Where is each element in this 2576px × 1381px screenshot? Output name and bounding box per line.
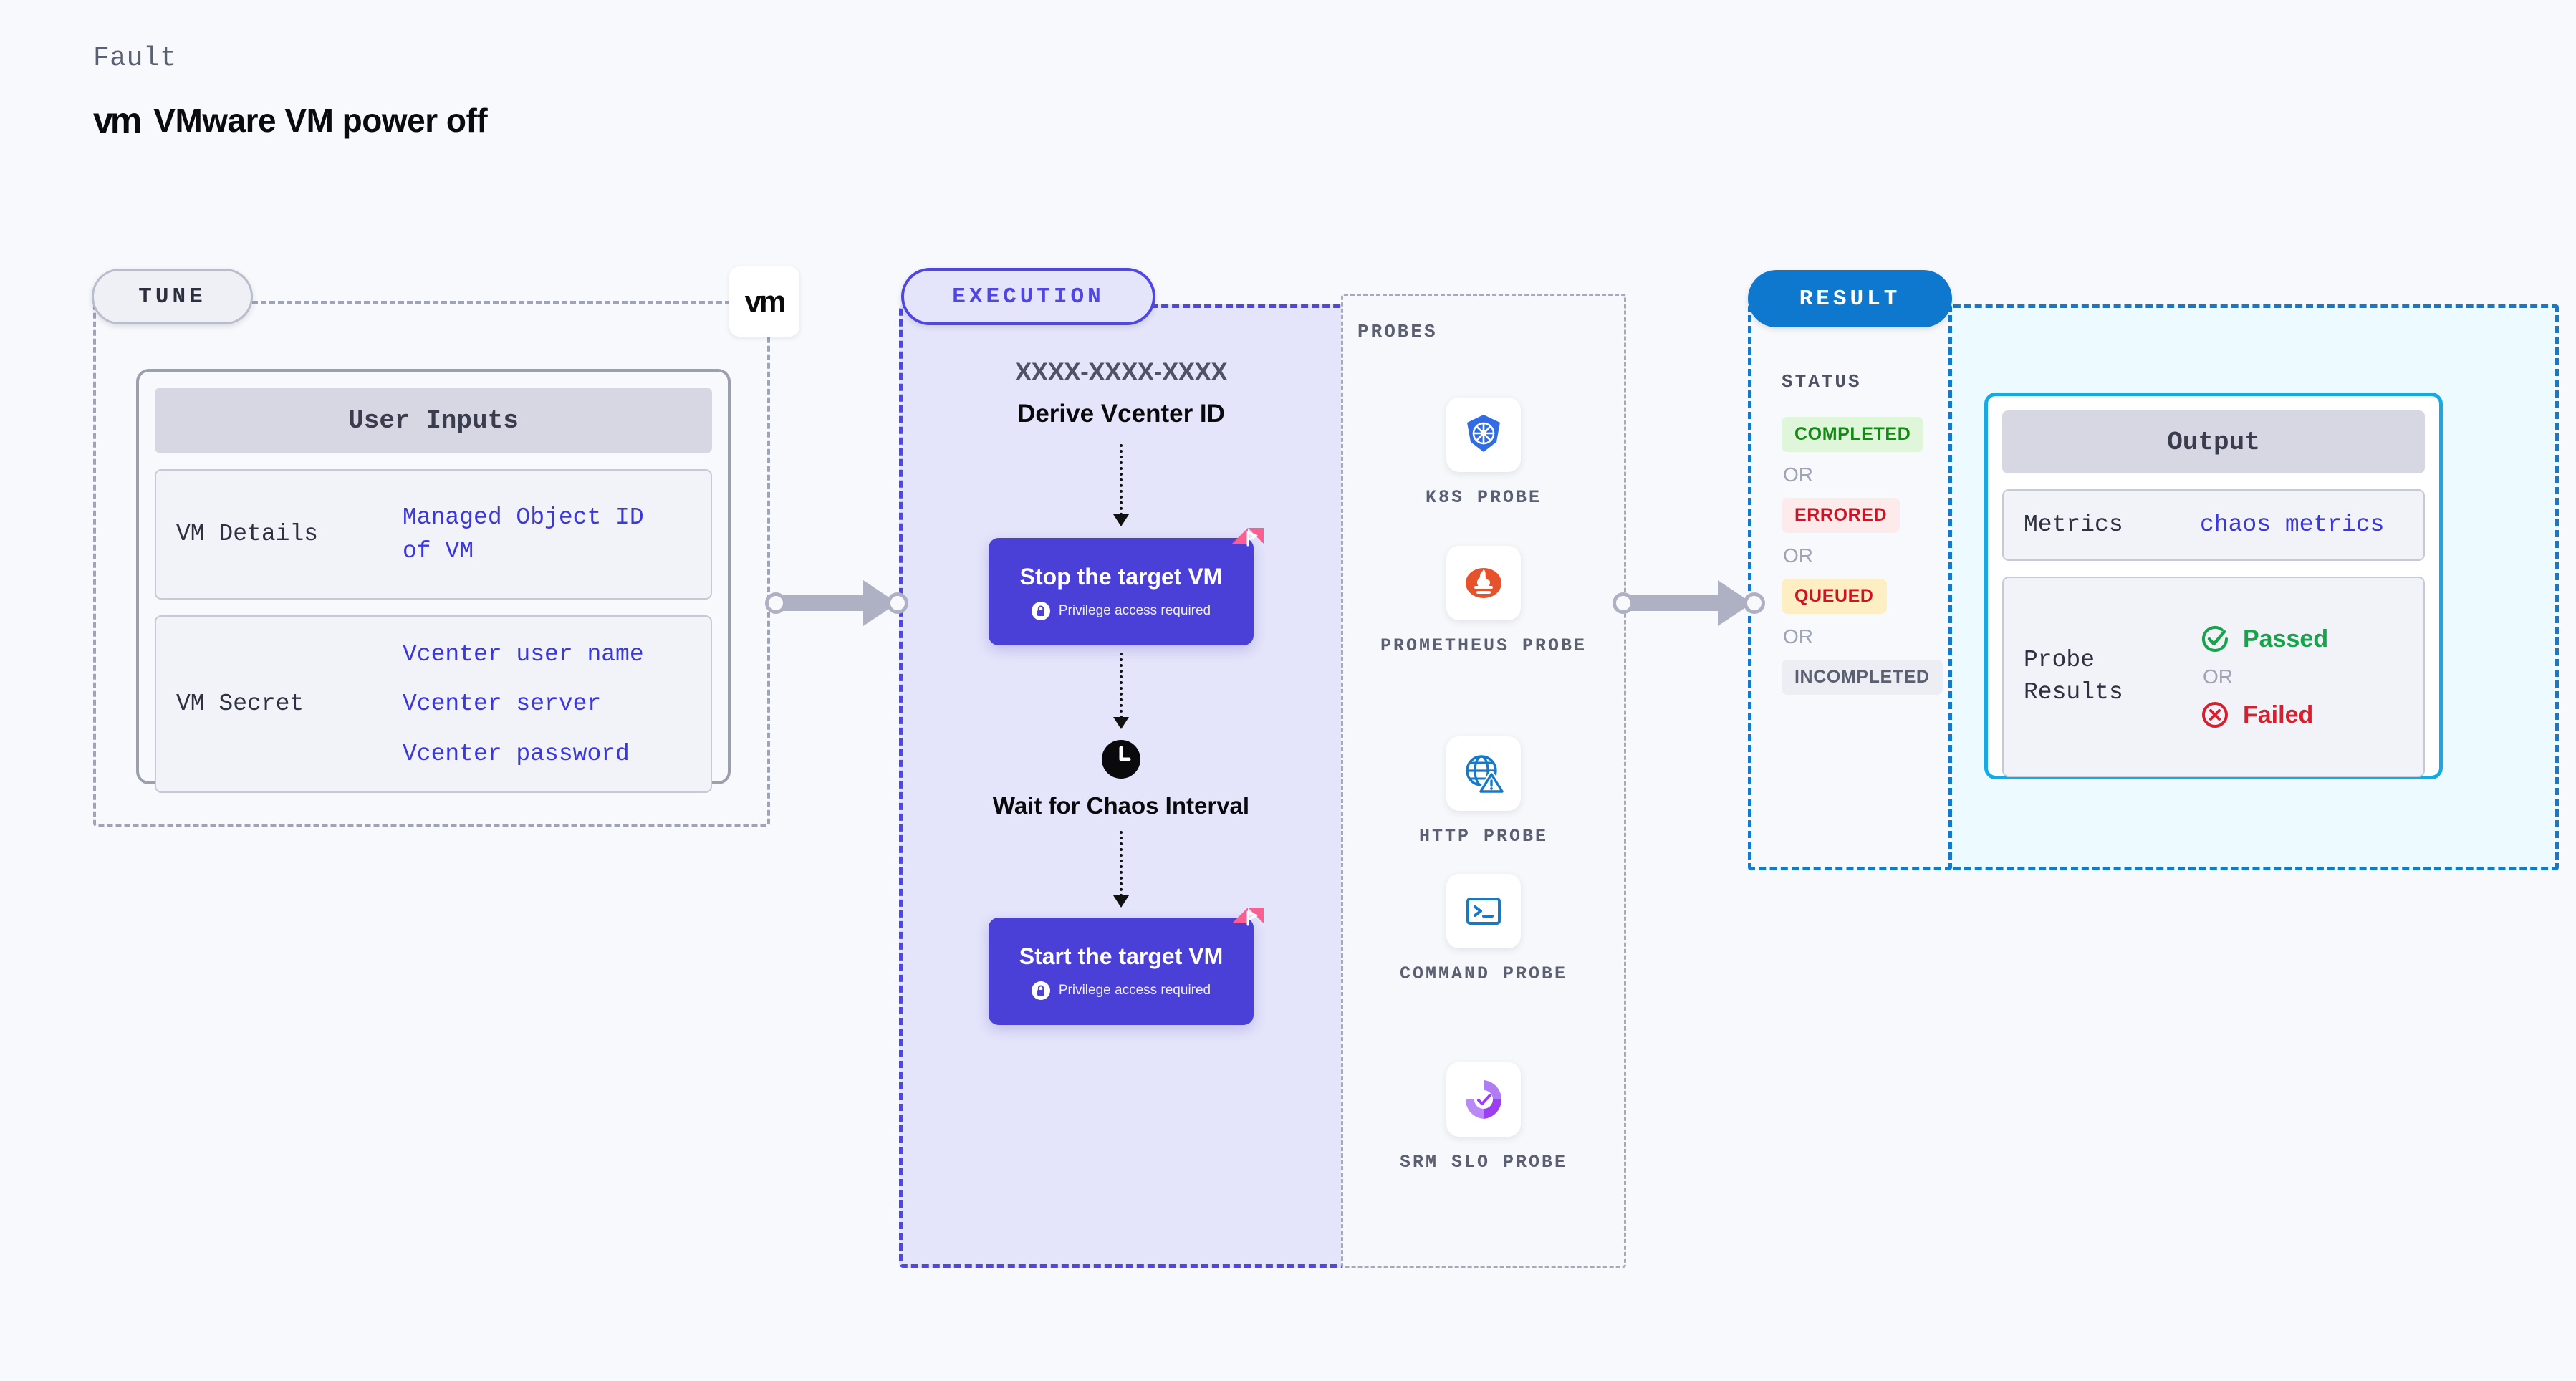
status-badge-queued: QUEUED — [1782, 579, 1887, 614]
status-badge-errored: ERRORED — [1782, 498, 1900, 533]
step-start-title: Start the target VM — [1019, 943, 1224, 969]
chaos-flag-icon — [1232, 908, 1264, 926]
probes-label: PROBES — [1357, 321, 1438, 342]
derive-vcenter-id-label: Derive Vcenter ID — [1017, 400, 1225, 428]
vmware-badge-icon: vm — [729, 266, 799, 337]
page-title-row: vm VMware VM power off — [93, 100, 488, 141]
flow-arrow-3 — [1113, 831, 1129, 908]
output-card: Output Metrics chaos metrics Probe Resul… — [1984, 393, 2443, 779]
probe-prometheus[interactable]: PROMETHEUS PROBE — [1376, 546, 1591, 659]
step-stop-title: Stop the target VM — [1019, 563, 1223, 590]
user-inputs-card: User Inputs VM Details Managed Object ID… — [136, 369, 731, 793]
page-title: VMware VM power off — [153, 102, 488, 139]
probe-passed-label: Passed — [2243, 625, 2329, 653]
status-badge-completed: COMPLETED — [1782, 417, 1924, 452]
vm-details-values: Managed Object ID of VM — [403, 503, 644, 567]
probe-http-label: HTTP PROBE — [1418, 826, 1549, 847]
vm-details-value-1: Managed Object ID — [403, 504, 644, 531]
probe-result-or: OR — [2203, 665, 2233, 688]
user-inputs-title: User Inputs — [155, 388, 712, 453]
probe-http[interactable]: HTTP PROBE — [1376, 736, 1591, 850]
execution-tag: EXECUTION — [901, 268, 1155, 325]
step-start-target-vm[interactable]: Start the target VM Privilege access req… — [989, 908, 1264, 1026]
probe-command-label: COMMAND PROBE — [1399, 963, 1568, 984]
probe-failed-label: Failed — [2243, 701, 2314, 728]
vm-secret-value-2: Vcenter server — [403, 690, 602, 718]
vm-secret-value-1: Vcenter user name — [403, 641, 644, 668]
probe-result-failed: Failed — [2200, 700, 2328, 730]
probe-command[interactable]: COMMAND PROBE — [1376, 874, 1591, 987]
connector-tune-execution — [765, 580, 908, 626]
metrics-value[interactable]: chaos metrics — [2200, 511, 2385, 539]
execution-flow: XXXX-XXXX-XXXX Derive Vcenter ID Stop th… — [899, 358, 1343, 1026]
probe-result-passed: Passed — [2200, 624, 2328, 654]
kubernetes-icon — [1446, 398, 1521, 472]
probe-srm-slo[interactable]: SRM SLO PROBE — [1376, 1062, 1591, 1175]
status-or-2: OR — [1783, 544, 1813, 567]
lock-icon — [1031, 981, 1050, 1000]
lock-icon — [1031, 601, 1050, 620]
step-start-privilege: Privilege access required — [1031, 981, 1211, 1000]
status-or-3: OR — [1783, 625, 1813, 648]
probe-prometheus-label: PROMETHEUS PROBE — [1380, 635, 1587, 656]
vm-details-value-2: of VM — [403, 538, 474, 564]
step-stop-target-vm[interactable]: Stop the target VM Privilege access requ… — [989, 528, 1264, 645]
vm-secret-row: VM Secret Vcenter user name Vcenter serv… — [155, 615, 712, 793]
globe-warning-icon — [1446, 736, 1521, 811]
vm-secret-values: Vcenter user name Vcenter server Vcenter… — [403, 640, 644, 769]
connector-execution-result — [1613, 580, 1765, 626]
step-stop-privilege-text: Privilege access required — [1058, 602, 1211, 618]
probe-srm-slo-label: SRM SLO PROBE — [1399, 1152, 1568, 1173]
result-tag: RESULT — [1748, 270, 1952, 327]
step-start-privilege-text: Privilege access required — [1058, 982, 1211, 998]
status-badge-incompleted: INCOMPLETED — [1782, 660, 1943, 695]
status-label: STATUS — [1782, 371, 1862, 393]
check-circle-icon — [2202, 625, 2228, 652]
status-or-1: OR — [1783, 463, 1813, 486]
vm-details-key: VM Details — [176, 520, 319, 547]
output-title: Output — [2002, 410, 2425, 473]
step-wait-chaos-interval: Wait for Chaos Interval — [993, 739, 1249, 821]
vcenter-id-placeholder: XXXX-XXXX-XXXX — [1014, 358, 1228, 386]
srm-slo-icon — [1446, 1062, 1521, 1137]
probe-k8s-label: K8S PROBE — [1425, 487, 1542, 508]
vm-secret-value-3: Vcenter password — [403, 740, 630, 767]
prometheus-icon — [1446, 546, 1521, 620]
tune-tag: TUNE — [92, 269, 253, 324]
chaos-flag-icon — [1232, 528, 1264, 547]
metrics-key: Metrics — [2024, 511, 2123, 538]
probe-results-values: Passed OR Failed — [2200, 624, 2328, 730]
vm-details-row: VM Details Managed Object ID of VM — [155, 469, 712, 600]
tune-panel — [93, 301, 770, 827]
terminal-icon — [1446, 874, 1521, 948]
flow-arrow-2 — [1113, 653, 1129, 729]
wait-chaos-interval-label: Wait for Chaos Interval — [992, 792, 1250, 819]
step-stop-privilege: Privilege access required — [1031, 601, 1211, 620]
metrics-row: Metrics chaos metrics — [2002, 489, 2425, 561]
flow-arrow-1 — [1113, 444, 1129, 526]
probe-results-key: Probe Results — [2024, 647, 2123, 706]
vmware-logo-icon: vm — [93, 100, 142, 140]
probe-k8s[interactable]: K8S PROBE — [1376, 398, 1591, 511]
probe-results-row: Probe Results Passed OR Failed — [2002, 577, 2425, 777]
x-circle-icon — [2202, 702, 2228, 728]
status-list: COMPLETED OR ERRORED OR QUEUED OR INCOMP… — [1782, 417, 1946, 695]
clock-icon — [1101, 740, 1140, 779]
page-header: Fault vm VMware VM power off — [93, 43, 488, 141]
fault-kicker: Fault — [93, 43, 177, 74]
vm-secret-key: VM Secret — [176, 690, 304, 717]
